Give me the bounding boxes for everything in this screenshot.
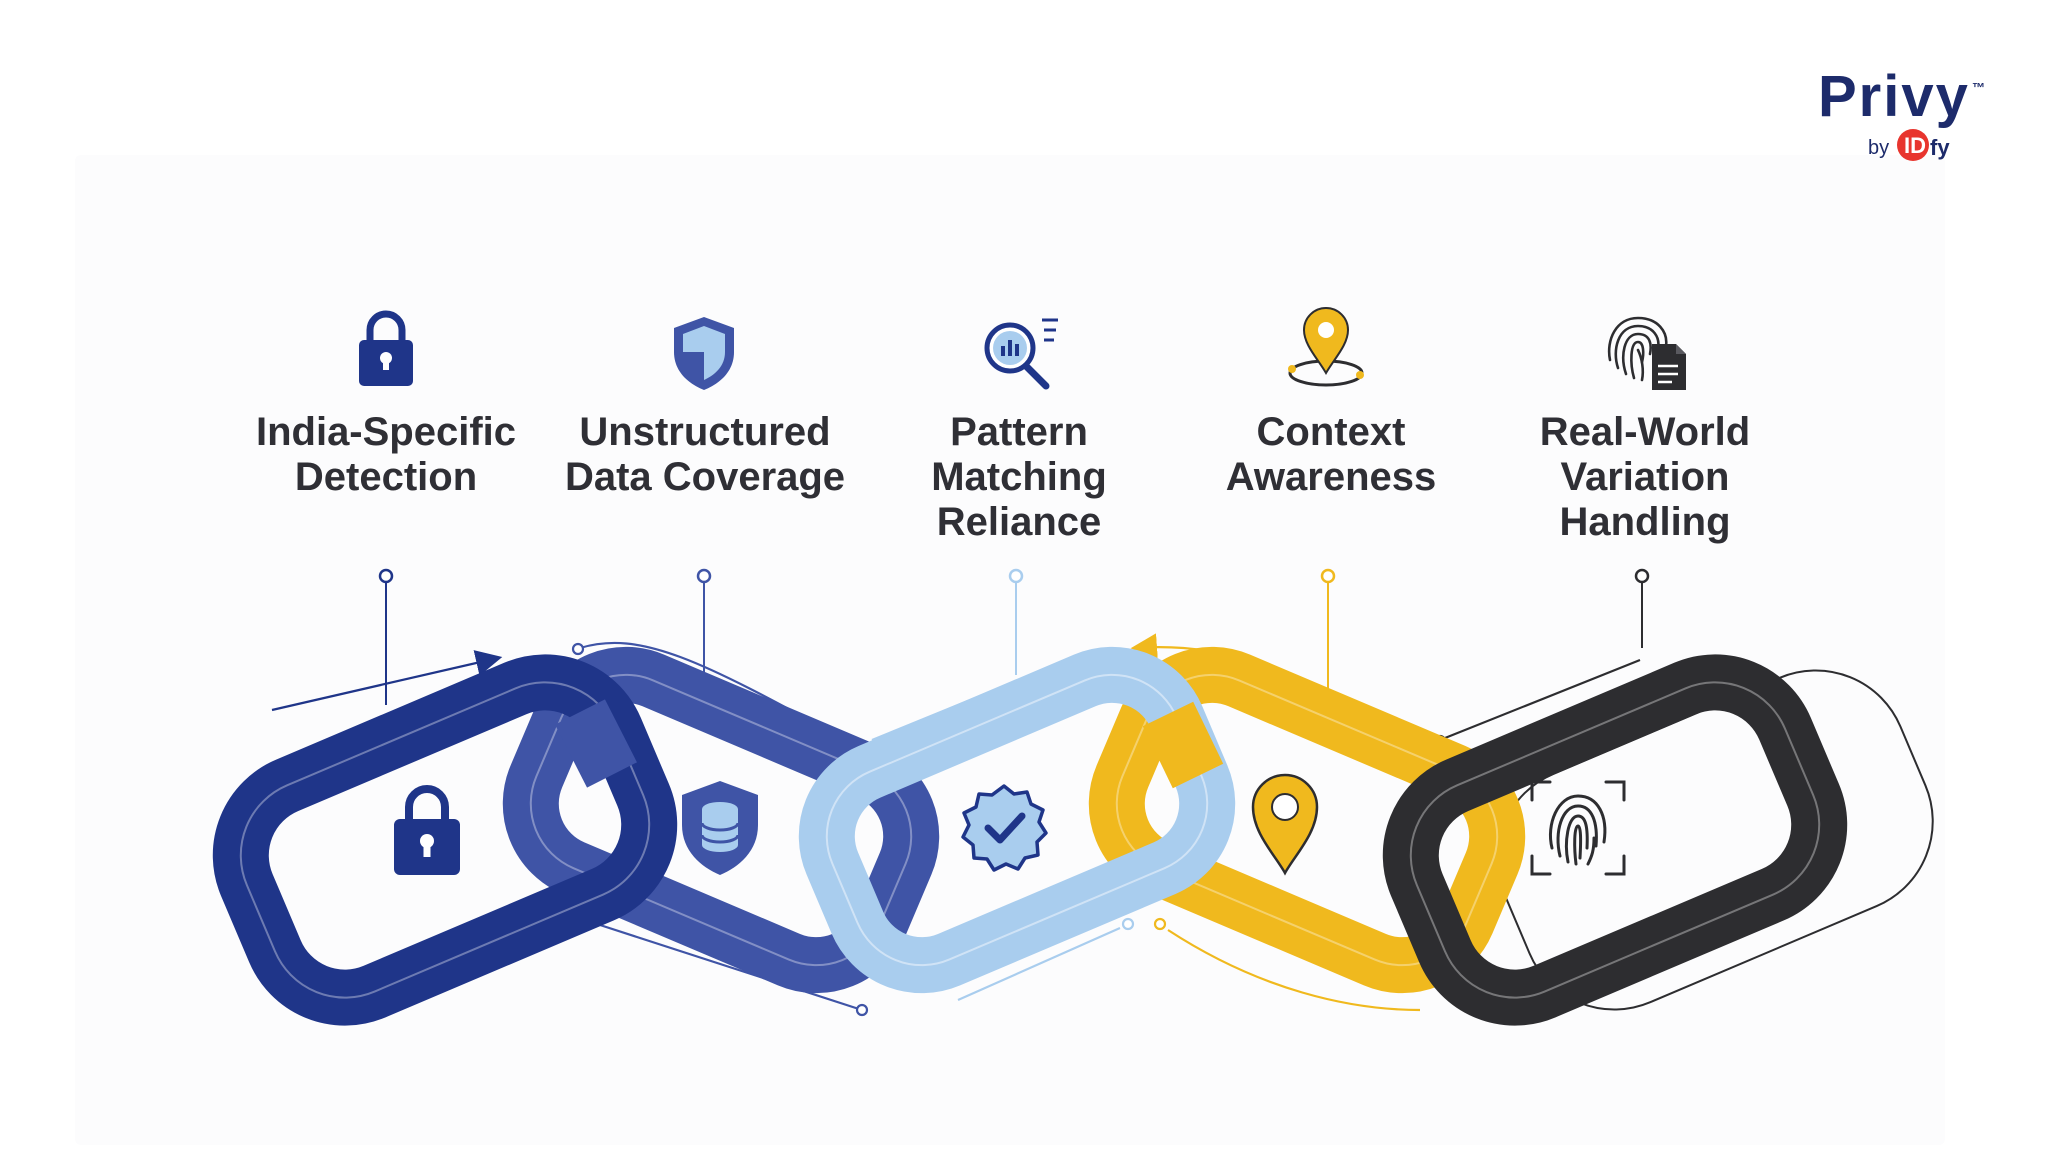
- link-verified-badge-icon: [961, 784, 1048, 872]
- brand-logo: Privy ™ by ID fy: [1800, 62, 2010, 172]
- shield-icon: [674, 317, 734, 390]
- connector-3: [1008, 568, 1024, 675]
- brand-by: by: [1868, 137, 1890, 159]
- label-real-world-variation-handling: Real-World Variation Handling: [1539, 410, 1751, 544]
- connector-4: [1320, 568, 1336, 700]
- link-padlock-icon: [394, 785, 460, 875]
- chain-link-4-overlap: [1142, 701, 1224, 789]
- link-fingerprint-scan-icon: [1530, 780, 1626, 876]
- connector-2: [696, 568, 712, 675]
- brand-name: Privy: [1818, 64, 1970, 129]
- fingerprint-document-icon: [1607, 316, 1686, 390]
- location-pin-icon: [1288, 307, 1364, 387]
- label-india-specific-detection: India-Specific Detection: [255, 410, 517, 499]
- svg-text:ID: ID: [1904, 133, 1926, 158]
- label-unstructured-data-coverage: Unstructured Data Coverage: [564, 410, 846, 499]
- padlock-icon: [359, 310, 413, 386]
- link-database-shield-icon: [682, 781, 758, 875]
- connector-5: [1634, 568, 1650, 648]
- idfy-logo-icon: ID fy: [1897, 129, 1950, 161]
- brand-trademark: ™: [1972, 80, 1985, 95]
- chain-link-5: [1382, 654, 1848, 1026]
- link-location-pin-icon: [1251, 773, 1319, 876]
- chain-link-4: [1088, 646, 1526, 994]
- chain-link-2: [502, 646, 940, 994]
- label-pattern-matching-reliance: Pattern Matching Reliance: [931, 410, 1107, 544]
- svg-text:fy: fy: [1930, 135, 1950, 160]
- magnifier-chart-icon: [984, 318, 1058, 390]
- chain-link-2-overlap: [555, 699, 637, 788]
- label-context-awareness: Context Awareness: [1225, 410, 1437, 499]
